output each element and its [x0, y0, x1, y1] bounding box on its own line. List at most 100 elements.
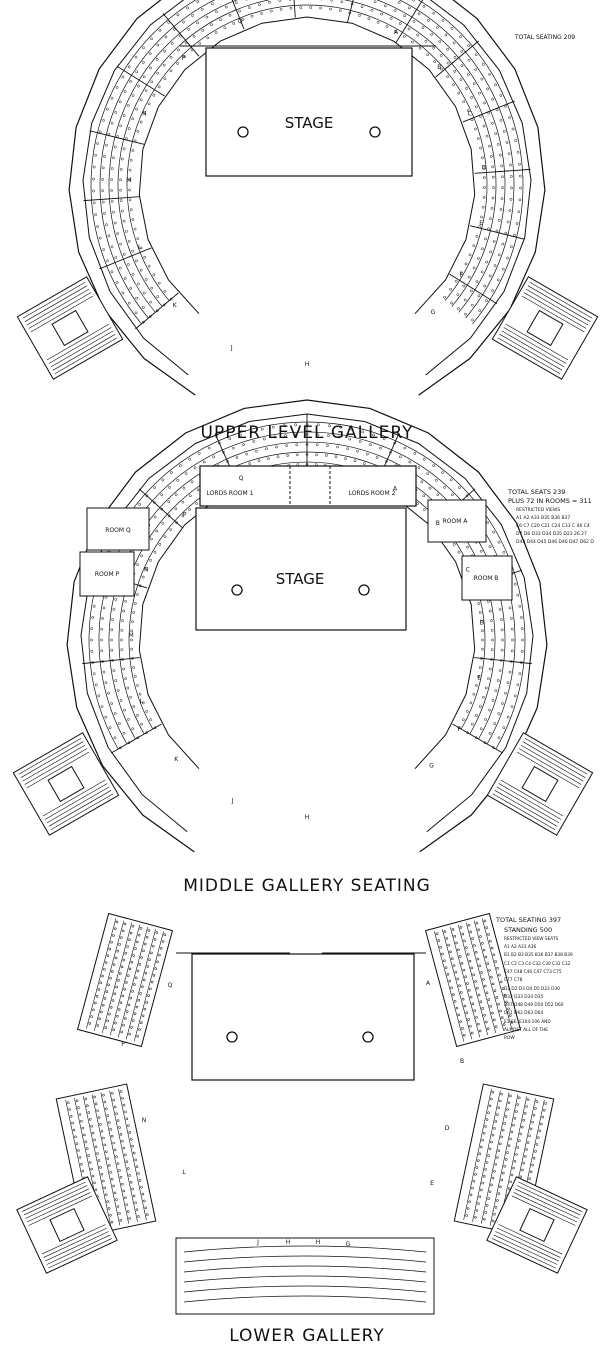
seat — [489, 939, 492, 943]
seat — [140, 1021, 143, 1024]
lower-restricted-line-2: B1 B2 B3 B35 B36 B37 B38 B39 — [504, 953, 573, 958]
seat — [145, 710, 149, 713]
seat — [169, 69, 173, 73]
seat — [112, 669, 116, 672]
seat — [257, 459, 261, 463]
seat — [110, 96, 114, 100]
seat — [407, 27, 411, 31]
seat — [457, 550, 461, 554]
seat — [447, 943, 450, 947]
seat — [119, 1090, 123, 1093]
seat — [501, 1128, 505, 1132]
seat — [432, 11, 436, 15]
seat — [461, 932, 465, 936]
seat — [142, 320, 145, 324]
seat — [497, 1106, 500, 1110]
seat — [154, 967, 158, 970]
seat — [474, 736, 478, 740]
seat — [156, 295, 160, 299]
seat — [502, 1023, 506, 1026]
seat — [452, 964, 456, 967]
seat — [509, 175, 513, 178]
seat — [467, 275, 471, 279]
seat — [129, 695, 132, 699]
seat — [426, 53, 429, 57]
seat — [455, 941, 458, 945]
seat — [334, 455, 338, 459]
seat — [497, 736, 501, 740]
seat — [92, 604, 96, 608]
seat — [97, 694, 101, 698]
seat — [100, 627, 104, 631]
seat — [130, 647, 134, 651]
seat-row-line — [100, 1092, 130, 1224]
seat — [485, 1118, 489, 1121]
seat — [479, 549, 483, 553]
seat — [514, 139, 518, 142]
stair-step — [494, 790, 558, 827]
seat — [155, 309, 159, 313]
seat — [541, 1115, 545, 1119]
seat — [478, 1029, 482, 1033]
seat — [66, 1101, 70, 1104]
seat — [110, 167, 114, 170]
seat — [382, 437, 386, 441]
seat — [457, 948, 460, 951]
seat — [129, 208, 133, 212]
seat — [134, 1158, 137, 1162]
seat — [124, 1110, 127, 1114]
seat — [458, 984, 461, 987]
seat — [484, 1125, 487, 1128]
seat — [315, 453, 319, 457]
seat — [121, 1182, 124, 1186]
seat — [188, 508, 191, 511]
seat — [479, 727, 483, 731]
seat — [278, 0, 282, 2]
seat — [135, 107, 138, 111]
seat — [234, 1, 238, 5]
seat — [483, 984, 487, 988]
seat — [148, 958, 151, 961]
seat — [96, 142, 99, 145]
seat — [402, 35, 406, 38]
middle-section-label: J — [231, 798, 234, 805]
seat — [412, 0, 416, 2]
seat — [181, 500, 185, 504]
seat — [502, 726, 506, 730]
seat — [163, 77, 167, 81]
upper-seat-row-line — [90, 0, 524, 325]
seat — [163, 535, 167, 539]
seat — [499, 980, 503, 984]
seat — [493, 1170, 496, 1173]
seat — [170, 471, 173, 474]
upper-seat-row — [90, 0, 524, 325]
seat — [123, 987, 126, 991]
seat — [485, 1020, 488, 1024]
seat — [507, 1187, 511, 1190]
seat — [517, 210, 521, 214]
middle-section-label: G — [429, 763, 434, 770]
seat — [338, 9, 342, 12]
lower-restricted-line-9: D61 D62 D63 D64 — [504, 1011, 544, 1016]
seat — [500, 1092, 503, 1096]
seat — [455, 1006, 459, 1010]
seat — [94, 213, 97, 217]
seat — [462, 284, 466, 288]
middle-lords-room-1-label: LORDS ROOM 1 — [207, 490, 254, 497]
seat — [520, 627, 524, 631]
seat — [104, 1026, 108, 1029]
seat — [480, 77, 484, 81]
seat — [470, 966, 474, 970]
seat — [410, 40, 414, 44]
seat — [137, 1172, 140, 1175]
seat — [143, 111, 147, 115]
seat — [128, 1217, 131, 1220]
seat — [139, 927, 143, 930]
seat — [491, 121, 494, 125]
seat — [158, 29, 162, 32]
seat — [144, 971, 148, 975]
seat — [509, 1094, 512, 1098]
seat — [136, 237, 140, 241]
seat — [114, 1021, 117, 1025]
